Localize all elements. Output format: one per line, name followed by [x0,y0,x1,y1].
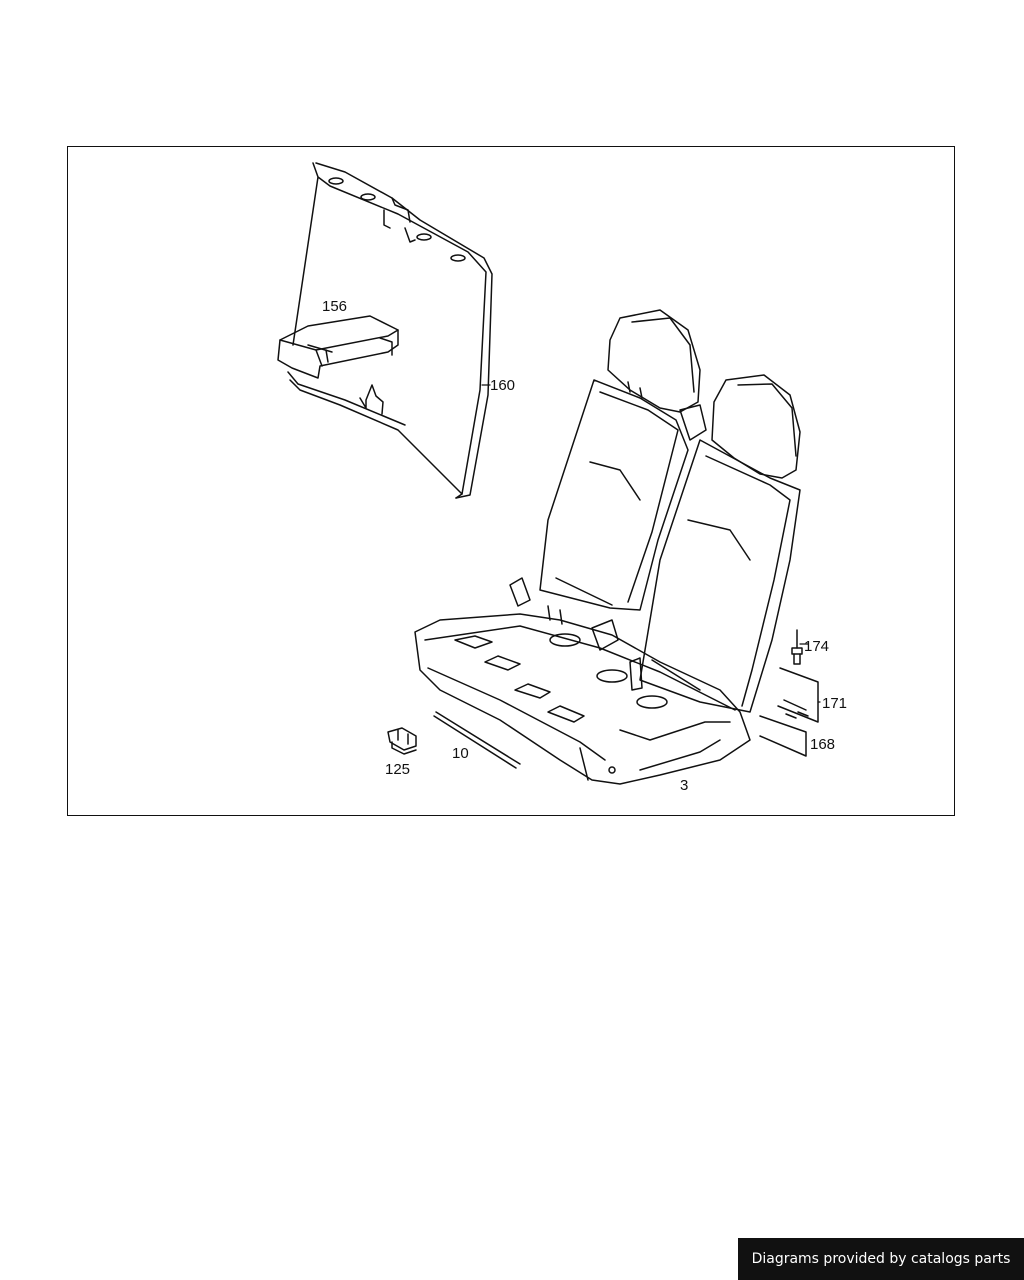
clip-part [387,727,417,755]
callout-125: 125 [385,761,410,778]
callout-156: 156 [322,298,347,315]
cover-strip-part [759,713,807,757]
bolt-part [791,629,803,665]
diagram-frame [67,146,955,816]
callout-174: 174 [804,638,829,655]
trim-strip-part [777,667,819,723]
back-panel-part [287,162,493,499]
leader-lines [481,384,821,703]
bench-seat-part [414,309,801,785]
armrest-part [277,315,399,379]
rod-part [433,711,521,769]
callout-168: 168 [810,736,835,753]
callout-3: 3 [680,777,688,794]
callout-171: 171 [822,695,847,712]
callout-10: 10 [452,745,469,762]
callout-160: 160 [490,377,515,394]
credit-badge: Diagrams provided by catalogs parts [738,1238,1024,1280]
